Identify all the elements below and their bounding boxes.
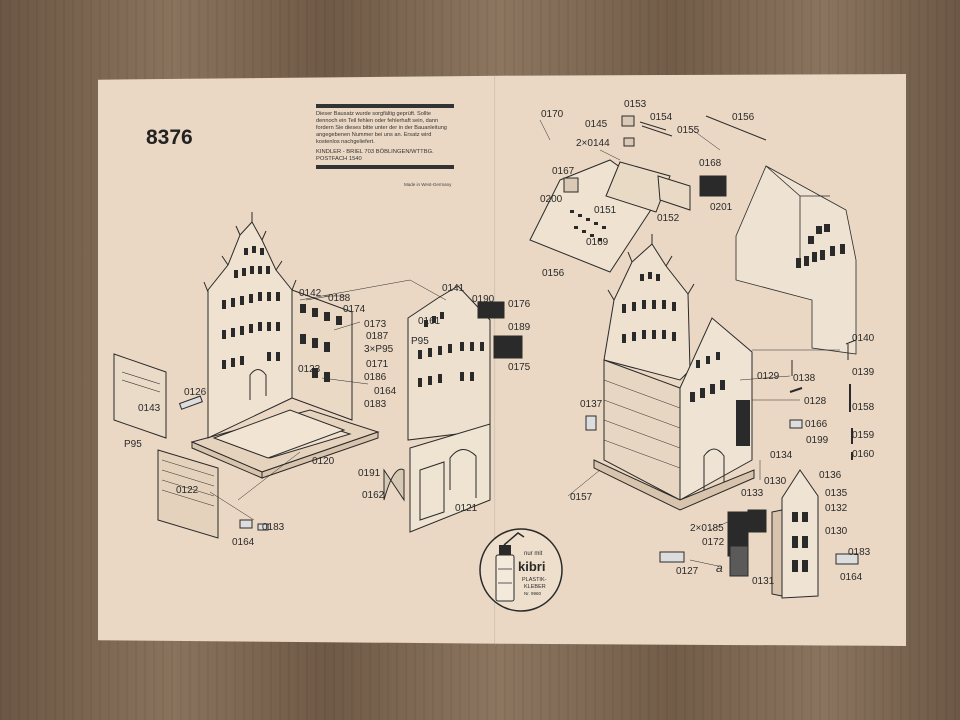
part-label-0174: 0174 — [343, 304, 366, 315]
part-label-0155: 0155 — [677, 125, 700, 136]
part-label-0189: 0189 — [508, 322, 531, 333]
part-label-0157: 0157 — [570, 492, 593, 503]
left-gabled-house — [190, 212, 380, 479]
part-label-p95-left: P95 — [124, 439, 142, 450]
part-label-0171: 0171 — [366, 359, 389, 370]
part-label-0201: 0201 — [710, 202, 733, 213]
part-label-0162: 0162 — [362, 490, 385, 501]
part-label-p95-mid: P95 — [411, 336, 429, 347]
part-label-0176: 0176 — [508, 299, 531, 310]
part-label-0186: 0186 — [364, 372, 387, 383]
part-label-0183-b: 0183 — [262, 522, 285, 533]
part-label-0145: 0145 — [585, 119, 608, 130]
part-label-0136: 0136 — [819, 470, 842, 481]
notice-box: Dieser Bausatz wurde sorgfältig geprüft.… — [316, 104, 454, 169]
part-label-0161: 0161 — [418, 316, 441, 327]
part-label-0153: 0153 — [624, 99, 647, 110]
part-label-0183-c: 0183 — [848, 547, 871, 558]
part-label-0187: 0187 — [366, 331, 389, 342]
part-label-0188: 0188 — [328, 293, 351, 304]
part-label-0166: 0166 — [805, 419, 828, 430]
part-label-0130-b: 0130 — [825, 526, 848, 537]
part-label-0132: 0132 — [825, 503, 848, 514]
kibri-glue-roundel: nur mit kibri PLASTIK- KLEBER Nr. 9960 — [478, 527, 564, 613]
part-label-0172: 0172 — [702, 537, 725, 548]
part-label-0138: 0138 — [793, 373, 816, 384]
notice-text: Dieser Bausatz wurde sorgfältig geprüft.… — [316, 111, 447, 145]
part-label-0139: 0139 — [852, 367, 875, 378]
part-label-0137: 0137 — [580, 399, 603, 410]
left-loose-parts — [113, 353, 269, 539]
part-label-0164-a: 0164 — [374, 386, 397, 397]
glue-caption-no: Nr. 9960 — [524, 591, 542, 596]
part-label-0122: 0122 — [176, 485, 199, 496]
leader-lines — [209, 119, 840, 567]
part-label-0135: 0135 — [825, 488, 848, 499]
part-label-0173: 0173 — [364, 319, 387, 330]
part-label-0167: 0167 — [552, 166, 575, 177]
part-label-0169: 0169 — [586, 237, 609, 248]
part-label-0168: 0168 — [699, 158, 722, 169]
part-label-0164-b: 0164 — [232, 537, 255, 548]
part-label-0128: 0128 — [804, 396, 827, 407]
part-label-0185-2x: 2×0185 — [690, 523, 724, 534]
part-label-0123: 0123 — [298, 364, 321, 375]
part-label-0164-c: 0164 — [840, 572, 863, 583]
part-label-0183-a: 0183 — [364, 399, 387, 410]
part-label-0144: 2×0144 — [576, 138, 610, 149]
part-label-0159: 0159 — [852, 430, 875, 441]
part-label-0129: 0129 — [757, 371, 780, 382]
glue-caption-bottom-2: KLEBER — [524, 584, 546, 590]
part-label-0200: 0200 — [540, 194, 563, 205]
glue-caption-top: nur mit — [524, 551, 543, 557]
part-label-0170: 0170 — [541, 109, 564, 120]
part-label-0127: 0127 — [676, 566, 699, 577]
part-label-a: a — [716, 561, 723, 575]
right-gabled-house — [529, 115, 859, 599]
part-label-0158: 0158 — [852, 402, 875, 413]
address-line-2: POSTFACH 1540 — [316, 156, 362, 162]
part-label-0160: 0160 — [852, 449, 875, 460]
part-label-0134: 0134 — [770, 450, 793, 461]
glue-caption-bottom-1: PLASTIK- — [522, 577, 547, 583]
part-label-0130-a: 0130 — [764, 476, 787, 487]
part-label-0156-top: 0156 — [732, 112, 755, 123]
part-label-0151: 0151 — [594, 205, 617, 216]
model-number: 8376 — [146, 126, 193, 149]
glue-brand: kibri — [518, 559, 545, 574]
address-line-1: KINDLER - BRIEL 703 BÖBLINGEN/WTTBG. — [316, 149, 434, 155]
part-label-0131: 0131 — [752, 576, 775, 587]
part-label-0140: 0140 — [852, 333, 875, 344]
part-label-0154: 0154 — [650, 112, 673, 123]
part-label-0175: 0175 — [508, 362, 531, 373]
part-label-0191: 0191 — [358, 468, 381, 479]
part-label-0156-bottom: 0156 — [542, 268, 565, 279]
made-in-label: Made in West-Germany — [404, 182, 452, 187]
part-label-0152: 0152 — [657, 213, 680, 224]
part-label-0126: 0126 — [184, 387, 207, 398]
sheet-fold-line — [494, 74, 496, 646]
part-label-p95-3x: 3×P95 — [364, 344, 394, 355]
part-label-0190: 0190 — [472, 294, 495, 305]
part-label-0141: 0141 — [442, 283, 465, 294]
part-label-0120: 0120 — [312, 456, 335, 467]
part-labels: 0170 0145 0153 0154 0155 0156 2×0144 016… — [124, 99, 875, 587]
part-label-0143: 0143 — [138, 403, 161, 414]
middle-gabled-house — [383, 285, 523, 533]
part-label-0199: 0199 — [806, 435, 829, 446]
part-label-0133: 0133 — [741, 488, 764, 499]
part-label-0142: 0142 — [299, 288, 322, 299]
part-label-0121: 0121 — [455, 503, 478, 514]
